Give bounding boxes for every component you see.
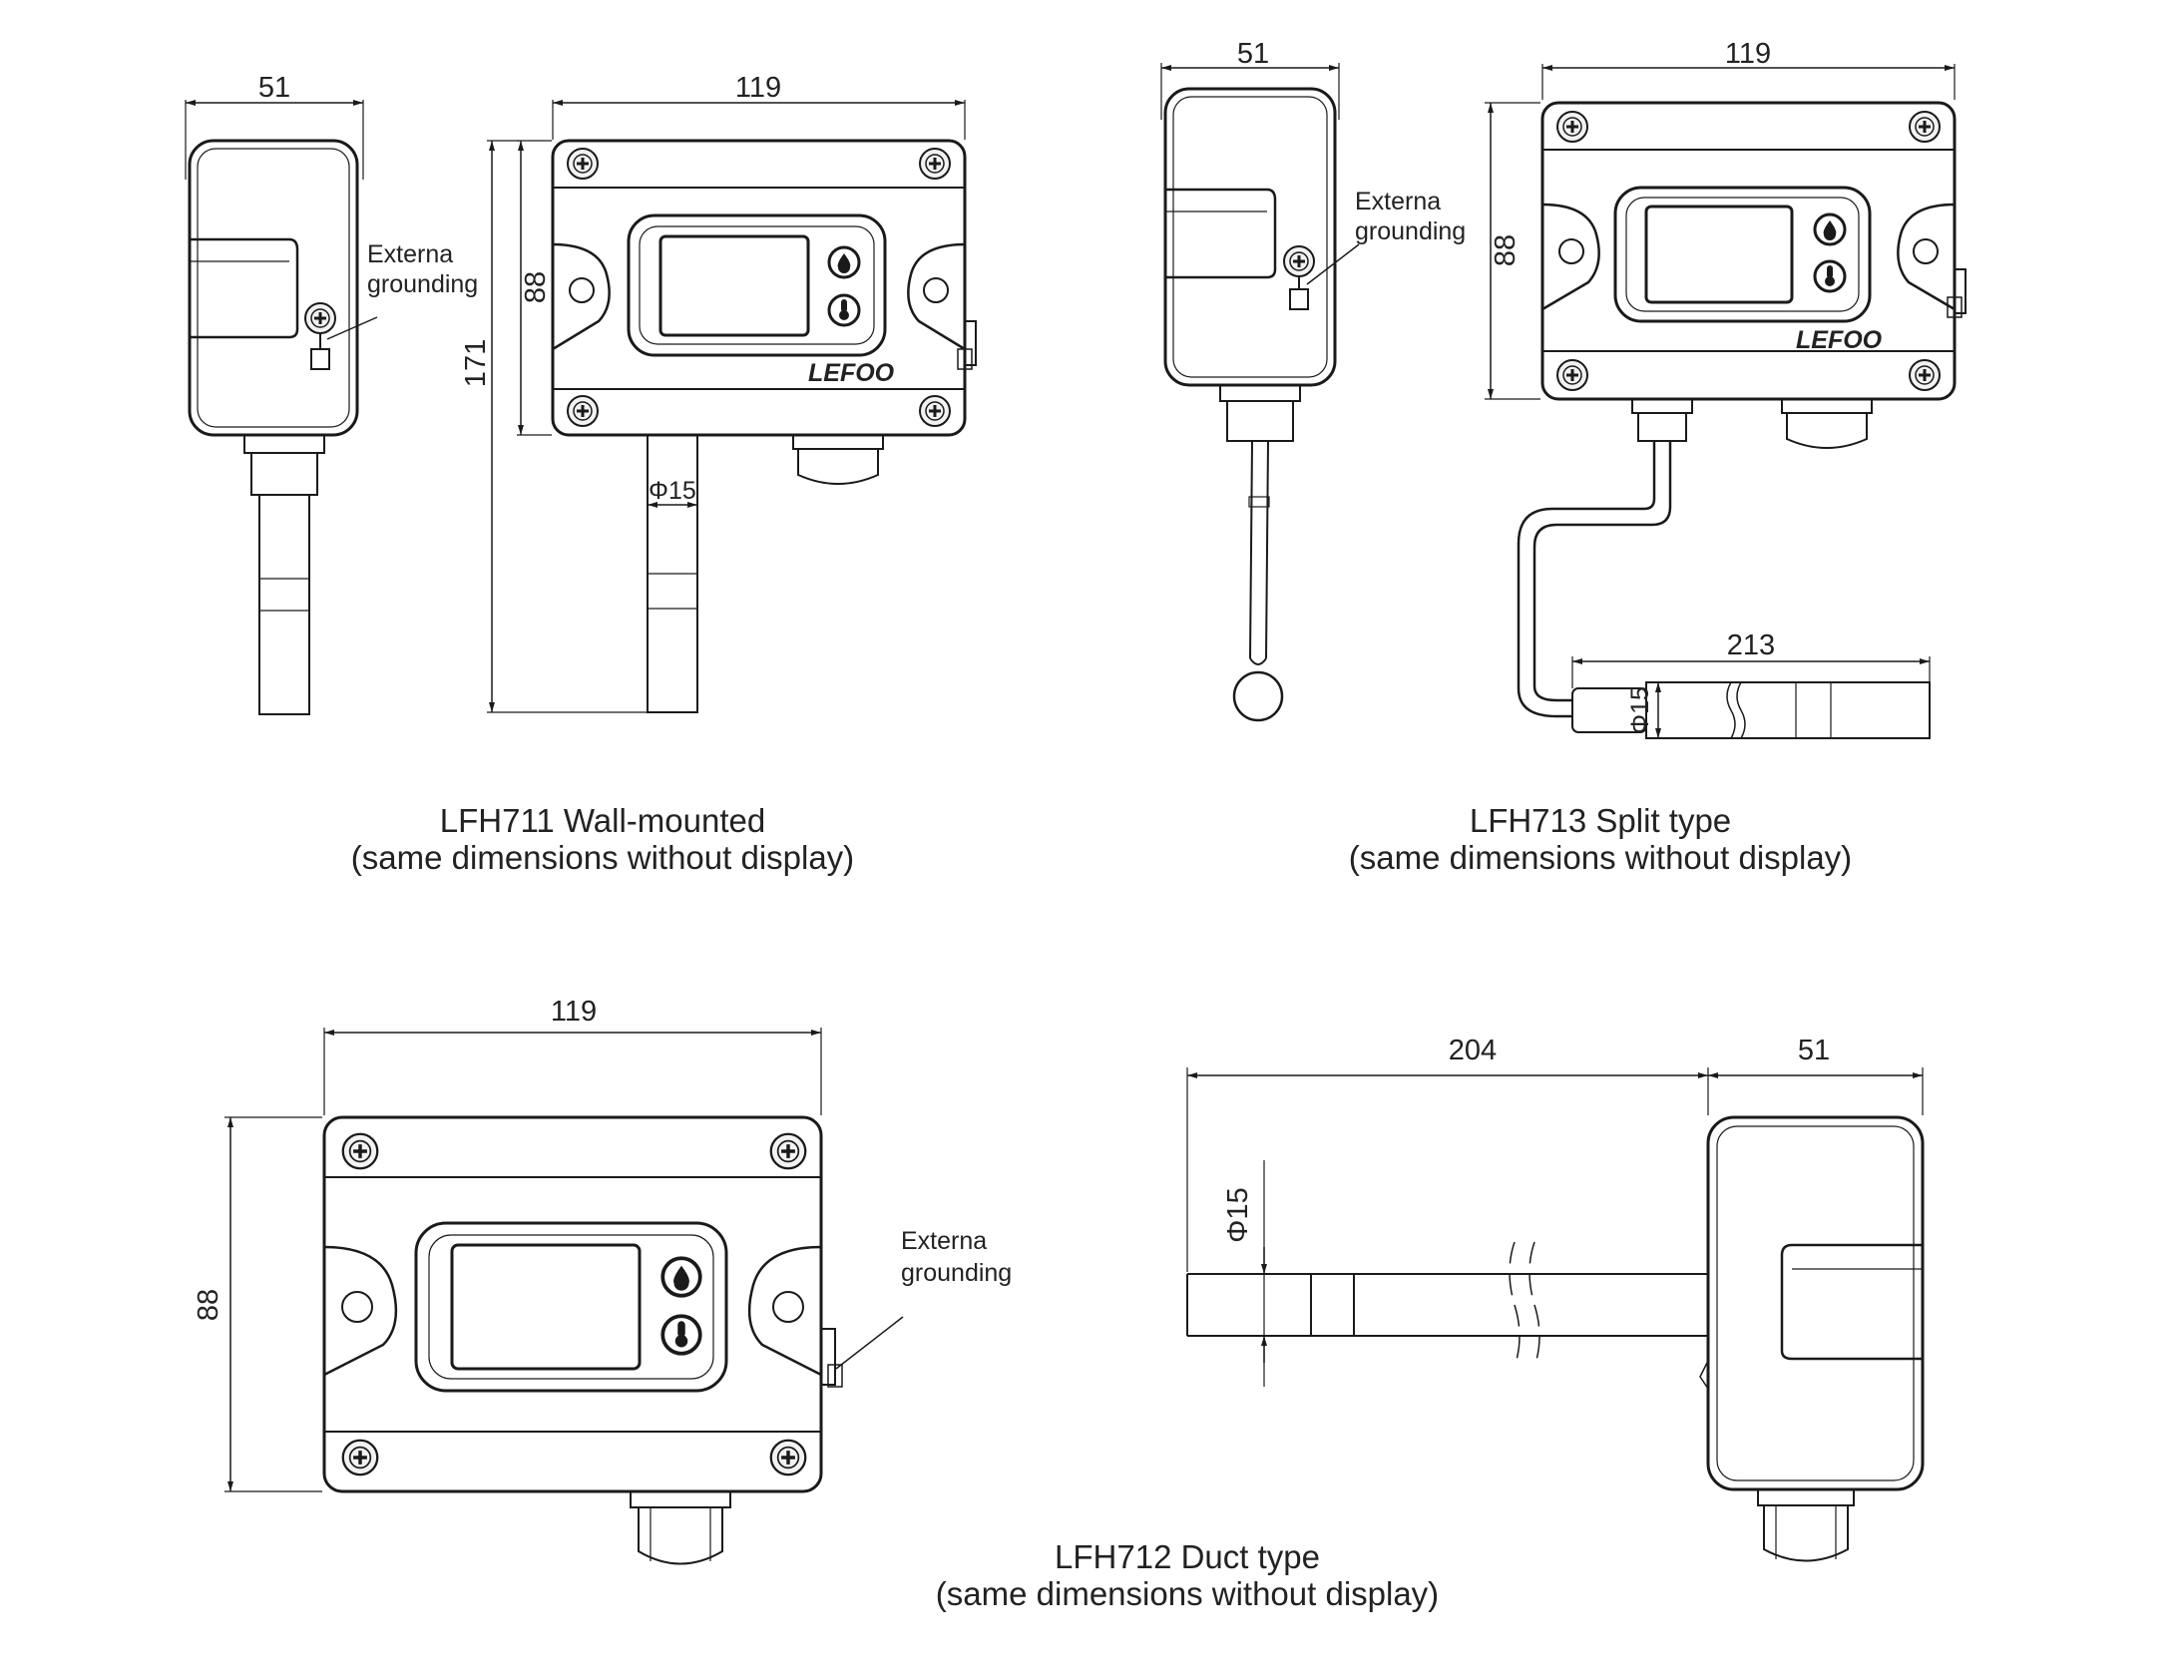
total-height-dimension: 171 <box>460 339 492 387</box>
duct-type-side-view: 204 51 Φ15 <box>1186 1035 1925 1562</box>
wall-mounted-caption-title: LFH711 Wall-mounted <box>440 802 765 839</box>
duct-probe-diameter-dimension: Φ15 <box>1222 1187 1254 1242</box>
split-probe-diameter-dimension: Φ15 <box>1626 686 1654 734</box>
brand-logo: LEFOO <box>808 359 895 387</box>
split-height-dimension: 88 <box>1490 234 1522 266</box>
wall-mounted-group: Externa grounding 51 LEFOO <box>185 72 977 876</box>
duct-display-screen <box>450 1243 642 1371</box>
duct-temperature-icon <box>660 1314 702 1356</box>
duct-type-front-view: Externa grounding 119 88 <box>193 996 1012 1565</box>
split-temperature-icon <box>1813 259 1847 293</box>
wall-mounted-caption-note: (same dimensions without display) <box>351 839 854 876</box>
duct-humidity-icon <box>660 1256 702 1298</box>
duct-grounding-label-line2: grounding <box>901 1259 1012 1287</box>
side-width-dimension: 51 <box>258 72 290 104</box>
grounding-label-line1: Externa <box>367 240 453 268</box>
wall-mounted-front-view: LEFOO 119 88 171 Φ15 <box>460 72 977 713</box>
split-type-caption-title: LFH713 Split type <box>1470 802 1731 839</box>
humidity-icon <box>827 245 861 279</box>
probe-diameter-dimension: Φ15 <box>649 477 696 505</box>
duct-type-caption-title: LFH712 Duct type <box>1055 1538 1320 1575</box>
split-grounding-label-line2: grounding <box>1355 217 1466 245</box>
grounding-label-line2: grounding <box>367 270 478 298</box>
wall-mounted-side-view: Externa grounding 51 <box>185 72 478 715</box>
split-front-width-dimension: 119 <box>1725 38 1771 70</box>
split-type-side-view: Externa grounding 51 <box>1160 38 1466 722</box>
split-type-caption-note: (same dimensions without display) <box>1349 839 1852 876</box>
duct-height-dimension: 88 <box>193 1289 224 1321</box>
split-grounding-terminal-icon <box>1282 244 1316 310</box>
split-probe-length-dimension: 213 <box>1727 630 1775 661</box>
split-humidity-icon <box>1813 212 1847 246</box>
split-grounding-label-line1: Externa <box>1355 188 1441 215</box>
split-brand-logo: LEFOO <box>1796 326 1883 354</box>
split-type-group: Externa grounding 51 LEFOO <box>1160 38 1966 876</box>
duct-type-caption-note: (same dimensions without display) <box>936 1575 1439 1612</box>
temperature-icon <box>827 293 861 327</box>
front-width-dimension: 119 <box>735 72 781 104</box>
height-dimension: 88 <box>520 271 552 303</box>
split-type-front-view: LEFOO 119 88 213 <box>1485 38 1966 739</box>
duct-side-width-dimension: 51 <box>1798 1035 1830 1066</box>
display-screen <box>658 234 810 337</box>
duct-type-group: Externa grounding 119 88 <box>193 996 1925 1612</box>
split-display-screen <box>1644 205 1794 304</box>
duct-front-width-dimension: 119 <box>551 996 597 1028</box>
grounding-terminal-icon <box>303 301 337 370</box>
duct-grounding-label-line1: Externa <box>901 1227 987 1255</box>
duct-probe-length-dimension: 204 <box>1449 1035 1497 1066</box>
split-side-width-dimension: 51 <box>1237 38 1269 70</box>
